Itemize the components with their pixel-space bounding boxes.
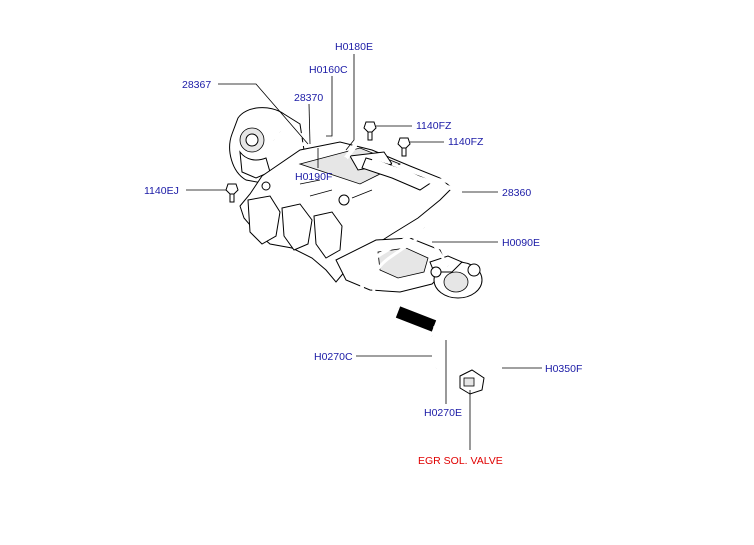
label-h0270e: H0270E xyxy=(424,407,462,419)
egr-solenoid-valve xyxy=(459,369,485,395)
label-1140fz-upper: 1140FZ xyxy=(416,120,452,132)
label-h0160c: H0160C xyxy=(309,64,348,76)
vacuum-hose xyxy=(273,127,503,384)
leader-lines xyxy=(186,54,542,450)
label-28360: 28360 xyxy=(502,187,531,199)
label-egr-sol-valve: EGR SOL. VALVE xyxy=(418,455,503,467)
intake-manifold xyxy=(229,107,483,299)
label-28367: 28367 xyxy=(182,79,211,91)
label-28370: 28370 xyxy=(294,92,323,104)
label-h0180e: H0180E xyxy=(335,41,373,53)
label-1140fz-lower: 1140FZ xyxy=(448,136,484,148)
label-h0090e: H0090E xyxy=(502,237,540,249)
label-h0350f: H0350F xyxy=(545,363,582,375)
bolt-icon xyxy=(225,183,239,203)
label-h0270c: H0270C xyxy=(314,351,353,363)
bolt-icon xyxy=(363,121,377,141)
label-h0190f: H0190F xyxy=(295,171,332,183)
bolt-icon xyxy=(397,137,411,157)
callout-labels: 28367 28370 H0160C H0180E 1140FZ 1140FZ … xyxy=(144,41,582,467)
label-1140ej: 1140EJ xyxy=(144,185,179,197)
